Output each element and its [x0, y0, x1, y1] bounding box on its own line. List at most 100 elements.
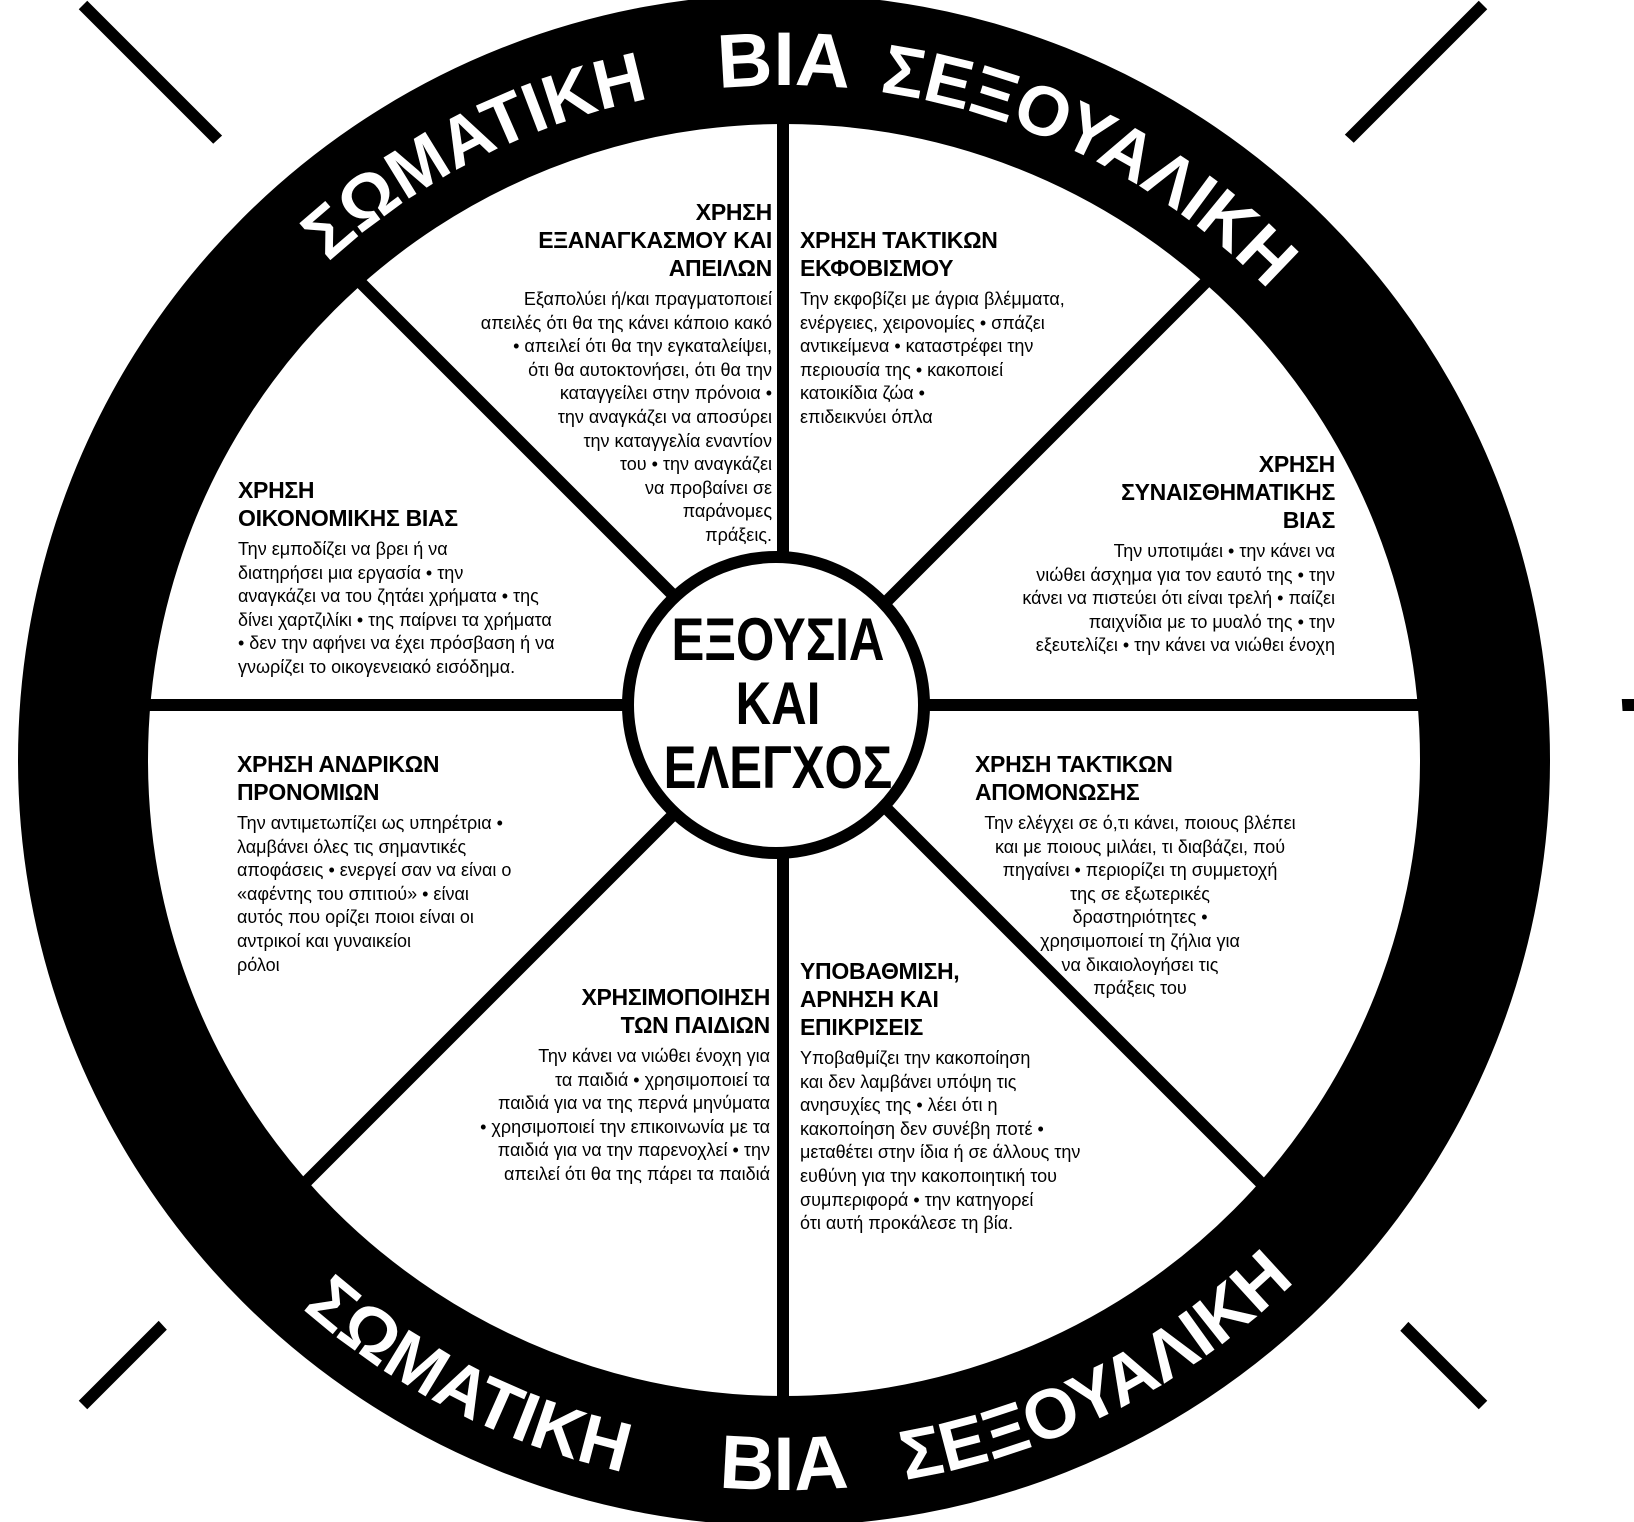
- body-line: παιδιά για να την παρενοχλεί • την: [497, 1140, 770, 1161]
- body-line: αποφάσεις • ενεργεί σαν να είναι ο: [237, 860, 512, 881]
- body-line: αντικείμενα • καταστρέφει την: [800, 336, 1034, 357]
- body-line: αναγκάζει να του ζητάει χρήματα • της: [238, 586, 539, 607]
- body-line: καταγγείλει στην πρόνοια •: [559, 383, 772, 404]
- section-body: Την εκφοβίζει με άγρια βλέμματα,ενέργειε…: [800, 288, 1160, 430]
- body-line: διατηρήσει μια εργασία • την: [238, 562, 464, 583]
- heading-line: ΕΞΑΝΑΓΚΑΣΜΟΥ ΚΑΙ: [538, 227, 772, 253]
- body-line: να δικαιολογήσει τις: [1061, 954, 1219, 975]
- hub-line: ΕΞΟΥΣΙΑ: [671, 606, 885, 673]
- heading-line: ΧΡΗΣΗ: [1258, 451, 1336, 477]
- section-body: Την αντιμετωπίζει ως υπηρέτρια •λαμβάνει…: [237, 812, 597, 977]
- body-line: να προβαίνει σε: [645, 477, 772, 498]
- body-line: την αναγκάζει να αποσύρει: [557, 406, 772, 427]
- heading-line: ΕΠΙΚΡΙΣΕΙΣ: [800, 1014, 924, 1040]
- spoke-top-right: [778, 0, 1488, 710]
- body-line: Την υποτιμάει • την κάνει να: [1113, 541, 1335, 561]
- heading-line: ΧΡΗΣΗ ΑΝΔΡΙΚΩΝ: [237, 751, 440, 777]
- body-line: τα παιδιά • χρησιμοποιεί τα: [555, 1069, 770, 1090]
- body-line: παιχνίδια με το μυαλό της • την: [1088, 611, 1335, 632]
- body-line: χρησιμοποιεί τη ζήλια για: [1040, 930, 1240, 951]
- section-body: Εξαπολύει ή/και πραγματοποιεί απειλές ότι…: [400, 288, 772, 548]
- heading-line: ΟΙΚΟΝΟΜΙΚΗΣ ΒΙΑΣ: [238, 505, 458, 531]
- heading-line: ΤΩΝ ΠΑΙΔΙΩΝ: [620, 1012, 771, 1038]
- body-line: ότι θα αυτοκτονήσει, ότι θα την: [528, 359, 772, 380]
- body-line: ενέργειες, χειρονομίες • σπάζει: [800, 312, 1045, 333]
- body-line: ρόλοι: [237, 954, 280, 975]
- body-line: κακοποίηση δεν συνέβη ποτέ •: [800, 1118, 1044, 1139]
- heading-line: ΧΡΗΣΗ: [695, 199, 773, 225]
- body-line: πράξεις του: [1093, 978, 1187, 999]
- heading-line: ΒΙΑΣ: [1282, 507, 1336, 533]
- body-line: «αφέντης του σπιτιού» • είναι: [237, 883, 469, 904]
- body-line: και με ποιους μιλάει, τι διαβάζει, πού: [994, 836, 1286, 857]
- body-line: επιδεικνύει όπλα: [800, 406, 933, 427]
- section-body: Υποβαθμίζει την κακοποίηση και δεν λαμβάν…: [800, 1047, 1160, 1236]
- body-line: Την εμποδίζει να βρει ή να: [238, 539, 448, 559]
- body-line: νιώθει άσχημα για τον εαυτό της • την: [1036, 564, 1335, 585]
- body-line: την καταγγελία εναντίον: [583, 430, 772, 451]
- body-line: παιδιά για να της περνά μηνύματα: [498, 1093, 770, 1114]
- body-line: αντρικοί και γυναικείοι: [237, 930, 412, 951]
- section-body: Την εμποδίζει να βρει ή να διατηρήσει μια…: [238, 538, 638, 680]
- body-line: γνωρίζει το οικογενειακό εισόδημα.: [238, 656, 516, 677]
- ring-label-bottom-center: ΒΙΑ: [718, 1420, 850, 1508]
- body-line: εξευτελίζει • την κάνει να νιώθει ένοχη: [1035, 635, 1335, 656]
- body-line: Την αντιμετωπίζει ως υπηρέτρια •: [237, 813, 503, 833]
- ring-label-top-center: ΒΙΑ: [715, 17, 853, 105]
- body-line: Την κάνει να νιώθει ένοχη για: [538, 1046, 770, 1066]
- body-line: αυτός που ορίζει ποιοι είναι οι: [237, 907, 474, 928]
- body-line: της σε εξωτερικές: [1070, 883, 1210, 904]
- heading-line: ΠΡΟΝΟΜΙΩΝ: [237, 779, 380, 805]
- body-line: πράξεις.: [705, 524, 772, 545]
- body-line: και δεν λαμβάνει υπόψη τις: [800, 1071, 1017, 1092]
- hub-title: ΕΞΟΥΣΙΑ ΚΑΙ ΕΛΕΓΧΟΣ: [655, 608, 901, 800]
- outer-ring: [18, 0, 1550, 1522]
- body-line: Υποβαθμίζει την κακοποίηση: [800, 1048, 1031, 1068]
- hub-line: ΕΛΕΓΧΟΣ: [663, 734, 893, 801]
- heading-line: ΑΠΕΙΛΩΝ: [668, 255, 773, 281]
- body-line: • δεν την αφήνει να έχει πρόσβαση ή να: [238, 633, 555, 654]
- section-body: Την υποτιμάει • την κάνει να νιώθει άσχημ…: [930, 540, 1335, 658]
- heading-line: ΧΡΗΣΗ ΤΑΚΤΙΚΩΝ: [800, 227, 998, 253]
- body-line: μεταθέτει στην ίδια ή σε άλλους την: [800, 1142, 1081, 1163]
- spoke-top-left: [78, 0, 788, 710]
- body-line: ανησυχίες της • λέει ότι η: [800, 1095, 998, 1116]
- heading-line: ΕΚΦΟΒΙΣΜΟΥ: [800, 255, 954, 281]
- body-line: περιουσία της • κακοποιεί: [800, 359, 1004, 380]
- body-line: πηγαίνει • περιορίζει τη συμμετοχή: [1002, 860, 1278, 881]
- body-line: απειλές ότι θα της κάνει κάποιο κακό: [480, 312, 772, 333]
- section-body: Την κάνει να νιώθει ένοχη για τα παιδιά •…: [400, 1045, 770, 1187]
- hub-line: ΚΑΙ: [735, 670, 821, 737]
- body-line: Την ελέγχει σε ό,τι κάνει, ποιους βλέπει: [984, 813, 1296, 833]
- heading-line: ΑΡΝΗΣΗ ΚΑΙ: [800, 986, 939, 1012]
- body-line: κάνει να πιστεύει ότι είναι τρελή • παίζ…: [1022, 588, 1335, 609]
- body-line: δίνει χαρτζιλίκι • της παίρνει τα χρήματ…: [238, 609, 552, 630]
- section-body: Την ελέγχει σε ό,τι κάνει, ποιους βλέπει…: [940, 812, 1340, 1001]
- body-line: κατοικίδια ζώα •: [800, 383, 925, 404]
- body-line: του • την αναγκάζει: [619, 454, 772, 475]
- body-line: ότι αυτή προκάλεσε τη βία.: [800, 1213, 1014, 1234]
- body-line: • απειλεί ότι θα την εγκαταλείψει,: [513, 336, 772, 357]
- ring-text: ΒΙΑ: [715, 17, 853, 105]
- body-line: Εξαπολύει ή/και πραγματοποιεί: [523, 289, 772, 309]
- ring-text: ΒΙΑ: [718, 1420, 850, 1508]
- heading-line: ΧΡΗΣΗ: [238, 477, 315, 503]
- body-line: παράνομες: [682, 501, 772, 522]
- hub-circle: [622, 551, 930, 859]
